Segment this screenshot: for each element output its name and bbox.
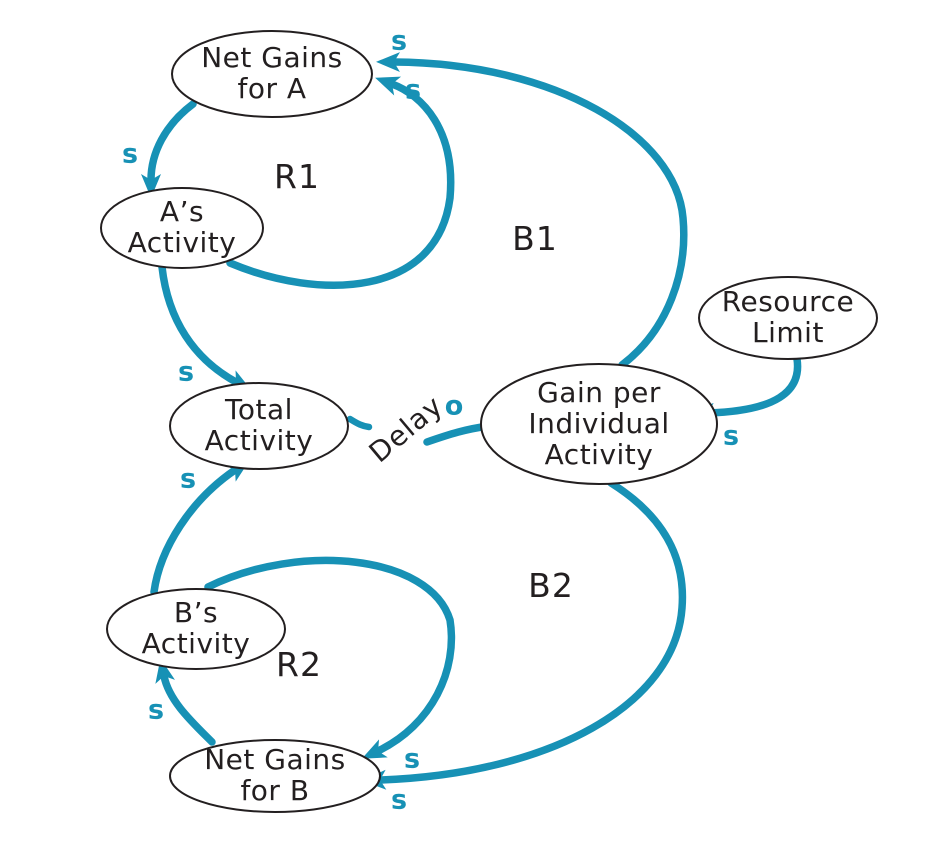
link-as-activity-to-total-activity bbox=[158, 263, 252, 391]
polarity-bs-activity-to-net-gains-b: s bbox=[403, 743, 421, 775]
polarity-bs-activity-to-total-activity: s bbox=[179, 463, 197, 495]
link-resource-limit-to-gain-per-individual bbox=[690, 355, 802, 423]
node-label-net-gains-a: Net Gains for A bbox=[201, 41, 343, 105]
node-label-total-activity: Total Activity bbox=[204, 393, 314, 457]
node-net-gains-a-ellipse bbox=[171, 30, 373, 118]
link-total-activity-to-gain-per-individual bbox=[423, 416, 507, 446]
polarity-net-gains-a-to-as-activity: s bbox=[121, 138, 139, 170]
node-gain-per-individual-ellipse bbox=[480, 363, 718, 485]
loop-label-r1: R1 bbox=[274, 156, 320, 196]
polarity-gain-to-net-gains-a: s bbox=[390, 25, 408, 57]
nodes-layer bbox=[100, 30, 878, 813]
node-label-gain-per-individual: Gain per Individual Activity bbox=[528, 375, 670, 471]
node-total-activity-ellipse bbox=[169, 382, 349, 470]
node-label-resource-limit: Resource Limit bbox=[721, 285, 855, 349]
polarity-net-gains-b-to-bs-activity: s bbox=[147, 694, 165, 726]
polarity-as-activity-to-total-activity: s bbox=[177, 356, 195, 388]
link-net-gains-a-to-as-activity bbox=[141, 100, 197, 198]
link-gain-per-individual-to-net-gains-a-loop-b1 bbox=[376, 52, 688, 369]
node-label-as-activity: A’s Activity bbox=[127, 195, 237, 259]
loop-label-b2: B2 bbox=[528, 565, 574, 605]
loop-label-b1: B1 bbox=[512, 218, 558, 258]
polarity-gain-to-net-gains-b: s bbox=[390, 784, 408, 816]
node-resource-limit-ellipse bbox=[698, 276, 878, 360]
node-net-gains-b-ellipse bbox=[169, 739, 381, 813]
polarity-resource-limit-to-gain: s bbox=[722, 420, 740, 452]
link-bs-activity-to-total-activity bbox=[150, 459, 250, 596]
polarity-as-activity-to-net-gains-a: s bbox=[404, 74, 422, 106]
node-as-activity-ellipse bbox=[100, 187, 264, 269]
links-layer bbox=[141, 52, 802, 790]
link-as-activity-to-net-gains-a-loop-r1 bbox=[226, 76, 455, 289]
node-label-net-gains-b: Net Gains for B bbox=[204, 743, 346, 807]
link-gain-per-individual-to-net-gains-b-loop-b2 bbox=[362, 479, 687, 790]
loop-label-r2: R2 bbox=[276, 644, 322, 684]
node-label-bs-activity: B’s Activity bbox=[141, 596, 251, 660]
node-bs-activity-ellipse bbox=[106, 588, 286, 670]
link-net-gains-b-to-bs-activity bbox=[155, 658, 216, 746]
link-bs-activity-to-net-gains-b-loop-r2 bbox=[204, 556, 456, 759]
polarity-total-activity-to-gain: o bbox=[444, 390, 464, 422]
link-total-activity-delay-stub bbox=[346, 415, 373, 431]
